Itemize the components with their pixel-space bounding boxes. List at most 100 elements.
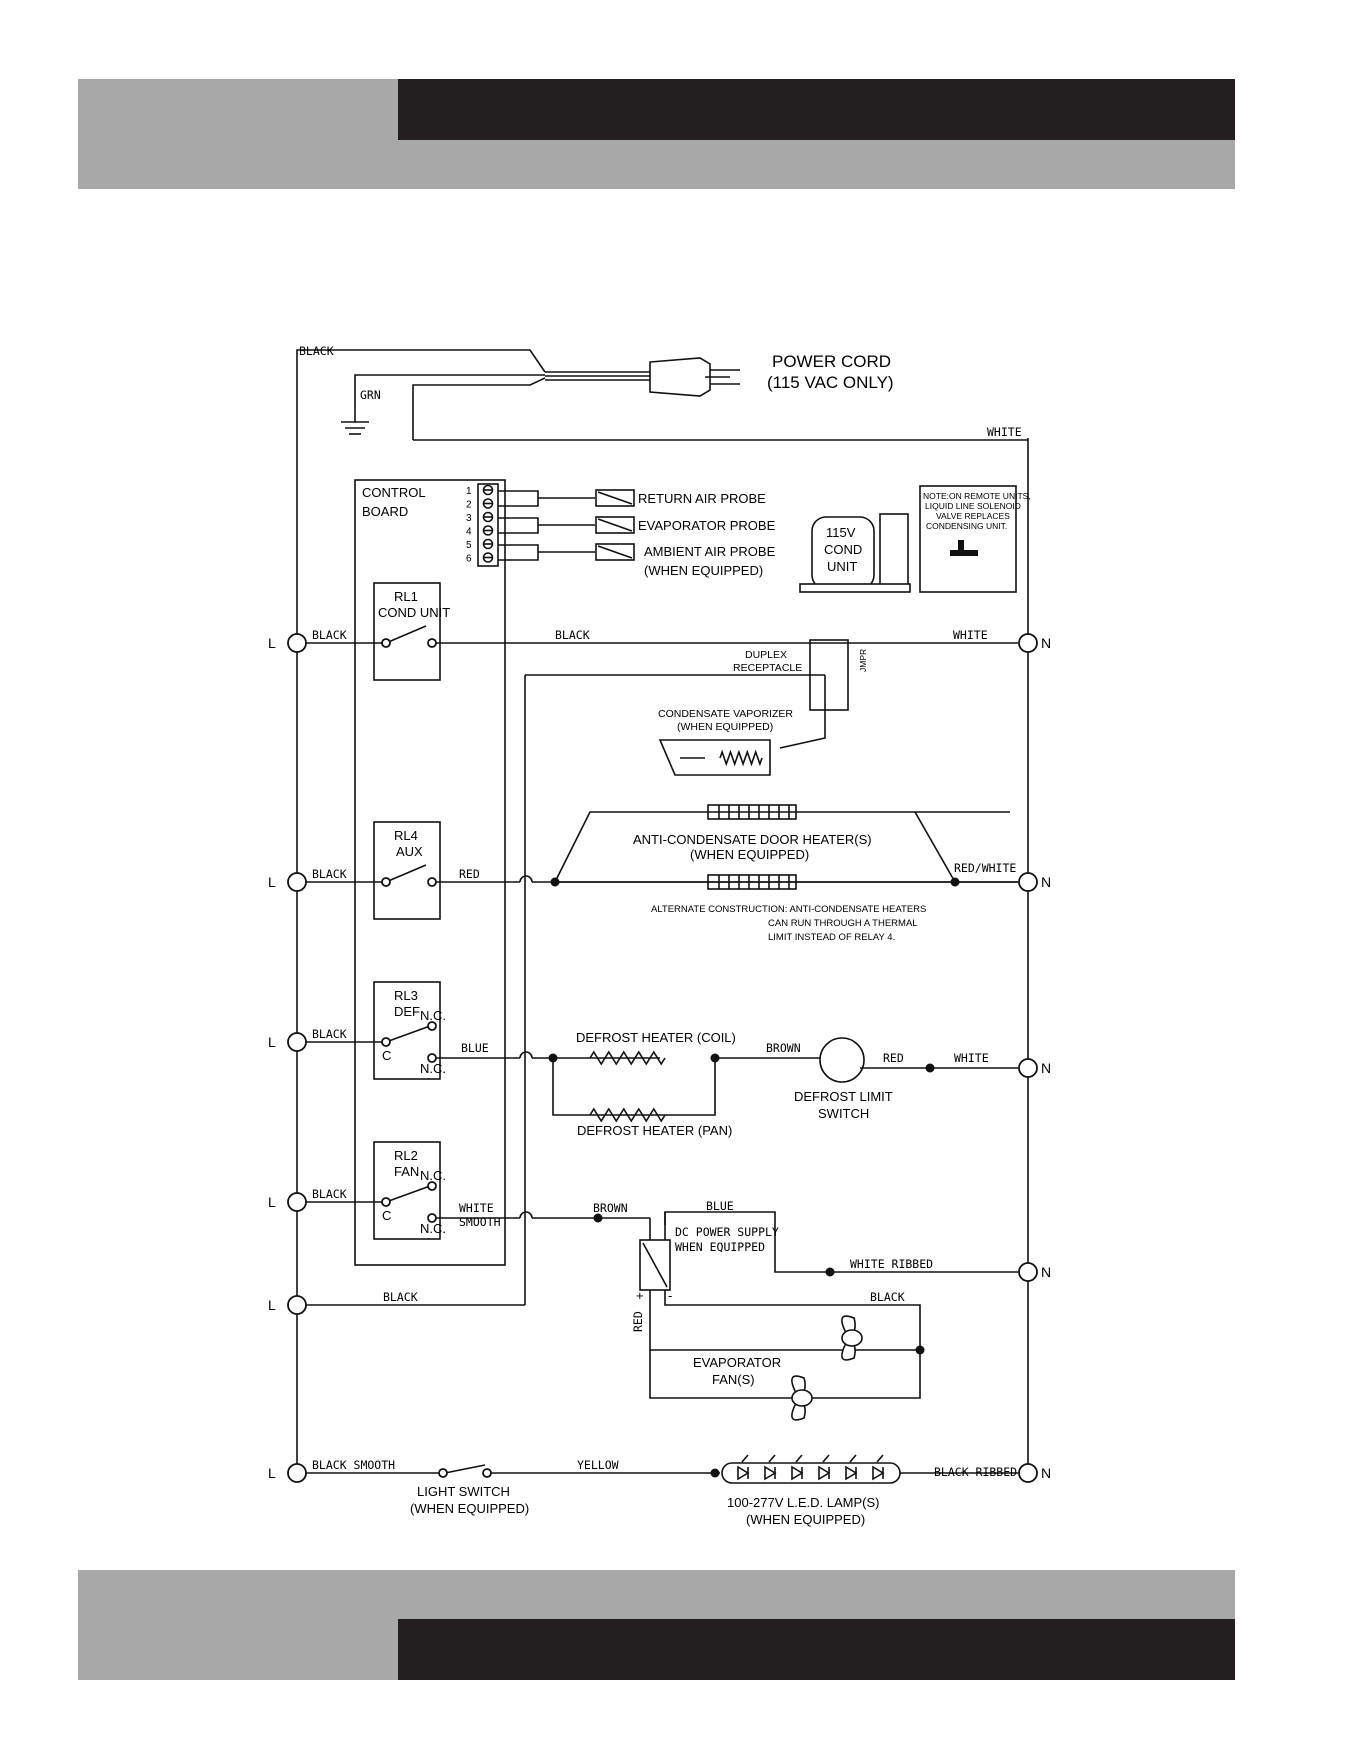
wire-label-brown-fan: BROWN — [593, 1201, 628, 1215]
terminal-l-label: L — [268, 874, 276, 890]
terminal-n-label: N — [1041, 1060, 1051, 1076]
footer-dark-band — [398, 1619, 1235, 1680]
wire-label-black-rl3: BLACK — [312, 1027, 347, 1041]
power-cord-subtitle: (115 VAC ONLY) — [767, 373, 894, 392]
defrost-coil-resistor — [589, 1050, 666, 1066]
defrost-coil-label: DEFROST HEATER (COIL) — [576, 1030, 736, 1045]
led-light-ray — [741, 1454, 749, 1463]
led-light-ray — [795, 1454, 803, 1463]
pin-screw-icon — [482, 498, 494, 509]
wire-label-red: RED — [459, 867, 480, 881]
pin-label: 2 — [466, 500, 472, 511]
wire-label-yellow: YELLOW — [577, 1458, 619, 1472]
control-board-title-1: CONTROL — [362, 485, 426, 500]
light-switch-label-1: LIGHT SWITCH — [417, 1484, 510, 1499]
terminal-n-label: N — [1041, 635, 1051, 651]
vaporizer-label-1: CONDENSATE VAPORIZER — [658, 708, 793, 720]
wire-label-red-white: RED/WHITE — [954, 861, 1016, 875]
vaporizer-resistor — [719, 749, 763, 767]
note-line-4: CONDENSING UNIT. — [926, 521, 1007, 531]
wire-label-red-defrost: RED — [883, 1051, 904, 1065]
pin-label: 1 — [466, 486, 472, 497]
alt-construction-3: LIMIT INSTEAD OF RELAY 4. — [768, 932, 895, 943]
jumper-label: JMPR — [858, 649, 868, 672]
wire-label-white-smooth-1: WHITE — [459, 1201, 494, 1215]
alt-construction-1: ALTERNATE CONSTRUCTION: ANTI-CONDENSATE … — [651, 904, 926, 915]
wire-label-black-fan: BLACK — [870, 1290, 905, 1304]
terminal-l-label: L — [268, 1297, 276, 1313]
evap-fan-label-1: EVAPORATOR — [693, 1355, 781, 1370]
wire-label-black-top: BLACK — [299, 344, 334, 358]
return-air-probe-label: RETURN AIR PROBE — [638, 491, 766, 506]
duplex-label-2: RECEPTACLE — [733, 662, 802, 674]
note-line-1: NOTE:ON REMOTE UNITS, — [923, 491, 1031, 501]
led-light-ray — [876, 1454, 884, 1463]
dc-supply-label-2: WHEN EQUIPPED — [675, 1240, 765, 1254]
terminal-l-label: L — [268, 1034, 276, 1050]
control-board-title-2: BOARD — [362, 504, 408, 519]
pin-label: 6 — [466, 554, 472, 565]
cond-unit-label-3: UNIT — [827, 559, 857, 574]
defrost-pan-resistor — [589, 1107, 666, 1123]
power-cord-title: POWER CORD — [772, 352, 891, 371]
wire-label-blue-rl3: BLUE — [461, 1041, 489, 1055]
wire-label-grn: GRN — [360, 388, 381, 402]
rl3-name: RL3 — [394, 988, 418, 1003]
cond-unit-label-2: COND — [824, 542, 862, 557]
rl2-nc-top: N.C. — [420, 1168, 446, 1183]
led-lamp-label-1: 100-277V L.E.D. LAMP(S) — [727, 1495, 879, 1510]
pin-label: 4 — [466, 527, 472, 538]
dc-plus: + — [636, 1288, 644, 1303]
rl2-sub: FAN — [394, 1164, 419, 1179]
defrost-limit-label-1: DEFROST LIMIT — [794, 1089, 893, 1104]
door-heater-label-2: (WHEN EQUIPPED) — [690, 847, 809, 862]
led-diode-icon — [818, 1465, 831, 1481]
rl2-c: C — [382, 1208, 391, 1223]
wire-label-black-ribbed: BLACK RIBBED — [934, 1465, 1017, 1479]
terminal-n-label: N — [1041, 874, 1051, 890]
terminal-l-label: L — [268, 1194, 276, 1210]
wire-label-white-top: WHITE — [987, 425, 1022, 439]
evaporator-fan-icon — [791, 1389, 813, 1407]
pin-screw-icon — [482, 511, 494, 523]
pin-screw-icon — [482, 525, 494, 536]
led-diode-icon — [845, 1465, 858, 1481]
cond-unit-label-1: 115V — [826, 525, 856, 540]
dc-supply-label-1: DC POWER SUPPLY — [675, 1225, 779, 1239]
wire-label-white-rl1: WHITE — [953, 628, 988, 642]
rl3-c: C — [382, 1048, 391, 1063]
led-light-ray — [849, 1454, 857, 1463]
evap-fan-label-2: FAN(S) — [712, 1372, 755, 1387]
vaporizer-label-2: (WHEN EQUIPPED) — [677, 721, 773, 733]
note-line-3: VALVE REPLACES — [936, 511, 1010, 521]
rl4-sub: AUX — [396, 844, 423, 859]
pin-screw-icon — [482, 538, 494, 550]
terminal-n-label: N — [1041, 1465, 1051, 1481]
led-diode-icon — [764, 1465, 777, 1481]
wire-label-white-smooth-2: SMOOTH — [459, 1215, 501, 1229]
pin-screw-icon — [482, 484, 494, 496]
rl3-nc-bottom: N.C. — [420, 1061, 446, 1076]
ambient-probe-label-2: (WHEN EQUIPPED) — [644, 563, 763, 578]
led-diode-icon — [872, 1465, 885, 1481]
defrost-pan-label: DEFROST HEATER (PAN) — [577, 1123, 732, 1138]
wire-label-black-rl1-in: BLACK — [312, 628, 347, 642]
rl3-nc-top: N.C. — [420, 1008, 446, 1023]
pin-label: 5 — [466, 540, 472, 551]
wire-label-white-ribbed: WHITE RIBBED — [850, 1257, 933, 1271]
terminal-n-label: N — [1041, 1264, 1051, 1280]
led-diode-icon — [737, 1465, 750, 1481]
led-light-ray — [768, 1454, 776, 1463]
ambient-probe-label-1: AMBIENT AIR PROBE — [644, 544, 776, 559]
door-heater-label-1: ANTI-CONDENSATE DOOR HEATER(S) — [633, 832, 872, 847]
header-dark-band — [398, 79, 1235, 140]
terminal-l-label: L — [268, 635, 276, 651]
rl2-name: RL2 — [394, 1148, 418, 1163]
wire-label-brown-defrost: BROWN — [766, 1041, 801, 1055]
wire-label-black-bottom: BLACK — [383, 1290, 418, 1304]
led-lamp-label-2: (WHEN EQUIPPED) — [746, 1512, 865, 1527]
wire-label-black-rl1-out: BLACK — [555, 628, 590, 642]
rl4-name: RL4 — [394, 828, 418, 843]
rl1-sub: COND UNIT — [378, 605, 450, 620]
